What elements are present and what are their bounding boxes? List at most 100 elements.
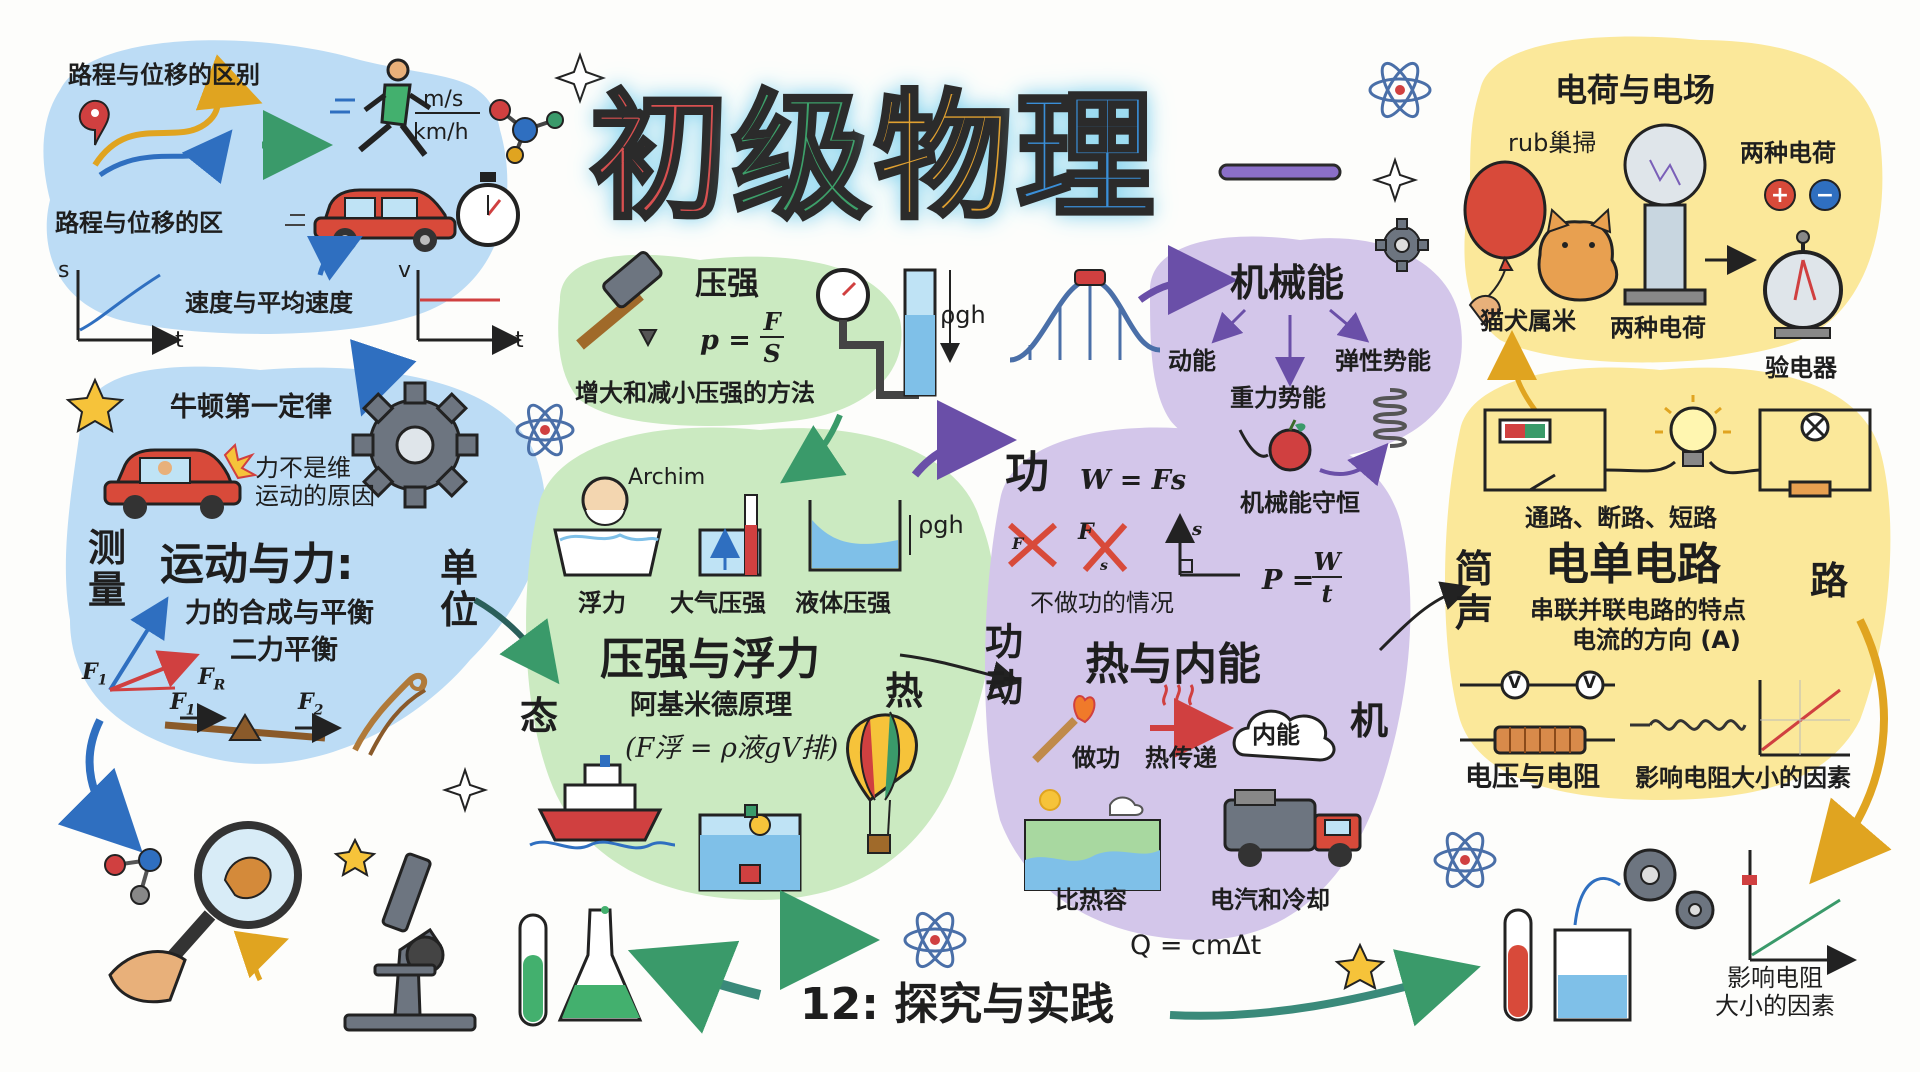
label-distance-displacement-diff: 路程与位移的区别	[68, 61, 260, 89]
gears-icon-pair	[1623, 848, 1715, 930]
label-lever-f2-sub: 2	[313, 702, 324, 719]
label-resistance-factors-bottom: 影响电阻 大小的因素	[1715, 964, 1835, 1020]
label-work-formula: W = Fs	[1080, 465, 1187, 496]
hammer-icon	[576, 251, 663, 350]
path-curve-arrow-2	[98, 129, 233, 185]
label-state: 态	[520, 694, 559, 738]
arrow-energy-left	[1211, 308, 1247, 344]
yellow-blob-main	[1445, 367, 1891, 800]
label-lever-f2-letter: F	[298, 689, 314, 715]
label-power-numerator: W	[1312, 547, 1342, 578]
crash-car-icon	[103, 442, 259, 519]
label-unit-vertical: 单 位	[440, 546, 479, 632]
title-char-1: 初	[588, 75, 733, 240]
label-specific-heat: 比热容	[1055, 886, 1127, 914]
section-title-pressure-buoyancy: 压强与浮力	[600, 634, 820, 685]
gear-icon-small	[1375, 218, 1429, 272]
path-curve-arrow	[92, 54, 263, 167]
magnifier-icon	[108, 821, 302, 1004]
label-series-parallel: 串联并联电路的特点	[1530, 596, 1746, 624]
charge-icons: + −	[1764, 179, 1841, 211]
arrow-curve-left-bottom	[627, 940, 762, 1034]
label-machine: 机	[1350, 699, 1389, 743]
molecule-icon	[489, 99, 564, 164]
label-f1: F1	[82, 659, 108, 689]
van-de-graaff-icon	[1623, 123, 1757, 306]
label-rho-gh-main: ρgh	[918, 511, 964, 539]
roller-coaster-icon	[1009, 269, 1161, 363]
svg-text:−: −	[1816, 183, 1834, 208]
cross-icon-1	[1008, 522, 1057, 568]
title-char-4: 理	[1014, 75, 1159, 240]
label-heat-transfer: 热传递	[1145, 744, 1217, 772]
force-right-angle	[1165, 513, 1240, 577]
label-power-denominator: t	[1321, 579, 1333, 608]
axis-t-2: t	[515, 328, 524, 353]
label-road: 路	[1810, 559, 1849, 603]
resistor-coil-icon	[1460, 725, 1615, 755]
label-energy-conservation: 机械能守恒	[1240, 489, 1360, 517]
ship-icon	[529, 755, 676, 850]
hot-air-balloon-icon	[846, 711, 918, 854]
label-pressure-methods: 增大和减小压强的方法	[575, 379, 815, 407]
atom-icon-left	[515, 403, 575, 457]
label-archim: Archim	[628, 465, 706, 490]
electroscope-icon	[1763, 230, 1843, 339]
arrow-to-mech	[1137, 245, 1238, 316]
arrow-long-right-bottom	[1169, 949, 1481, 1027]
label-circuit-states: 通路、断路、短路	[1525, 504, 1717, 532]
label-archimedes-principle: 阿基米德原理	[630, 690, 792, 721]
graph-axes-icon	[1742, 850, 1857, 975]
arrow-apple-spring	[1319, 442, 1389, 487]
label-mechanical-energy: 机械能	[1230, 261, 1345, 305]
connector-to-purple	[899, 653, 1022, 691]
sparkle-icon	[441, 766, 489, 814]
sparkle-right	[1371, 156, 1419, 204]
label-distance-displacement-short: 路程与位移的区	[55, 209, 223, 237]
label-liquid-pressure: 液体压强	[795, 589, 891, 617]
label-do-work: 做功	[1072, 744, 1120, 772]
label-lever-f1: F1	[170, 689, 195, 718]
archimedes-bath-icon	[553, 476, 662, 577]
label-measure: 测 量	[88, 526, 127, 612]
label-pressure: 压强	[695, 264, 760, 302]
label-cross-f2: F	[1078, 519, 1094, 545]
curved-arrow-down-left	[57, 718, 143, 853]
apple-icon	[1268, 419, 1312, 472]
label-voltmeter-1: V	[1508, 673, 1522, 693]
label-f1-letter: F	[82, 659, 98, 685]
voltmeter-row	[1460, 670, 1615, 700]
beaker-icon	[1553, 928, 1632, 1022]
label-work-side: 功 动	[985, 620, 1024, 710]
label-kinetic-energy: 动能	[1168, 347, 1216, 375]
label-heat-formula: Q = cmΔt	[1130, 930, 1262, 961]
atom-icon-bottom	[903, 911, 967, 969]
label-force-composition: 力的合成与平衡	[185, 598, 374, 629]
svg-text:+: +	[1771, 183, 1789, 208]
cat-icon	[1537, 207, 1619, 302]
label-no-work-cases: 不做功的情况	[1030, 589, 1174, 617]
light-bulb-icon	[1655, 395, 1731, 467]
label-cross-f1: F	[1012, 534, 1024, 553]
microscope-icon	[343, 852, 477, 1032]
title-char-3: 物	[872, 75, 1017, 240]
green-blob-top	[558, 254, 902, 426]
connector-to-yellow	[1378, 581, 1472, 652]
arrow-to-apple	[1238, 429, 1269, 458]
label-unit-kmh: km/h	[413, 120, 469, 145]
label-cross-s: s	[1100, 558, 1108, 574]
label-voltmeter-2: V	[1583, 673, 1597, 693]
arrow-big-yellow	[1809, 618, 1892, 885]
arrow-up-yellow	[1487, 330, 1538, 412]
label-resistance-factors: 影响电阻大小的因素	[1635, 764, 1851, 792]
resistance-graph	[1758, 680, 1850, 757]
label-atmospheric-pressure: 大气压强	[670, 589, 766, 617]
page-title: 初级物理二	[588, 45, 1159, 245]
flask-icon	[557, 906, 643, 1022]
section-title-motion-force: 运动与力:	[160, 539, 354, 590]
curved-arrow-small	[233, 930, 289, 982]
label-f1-sub: 1	[97, 672, 108, 689]
circuit-diagram-icon	[1483, 408, 1872, 498]
curved-arrow-green-down	[780, 413, 847, 484]
truck-icon	[1223, 789, 1362, 867]
